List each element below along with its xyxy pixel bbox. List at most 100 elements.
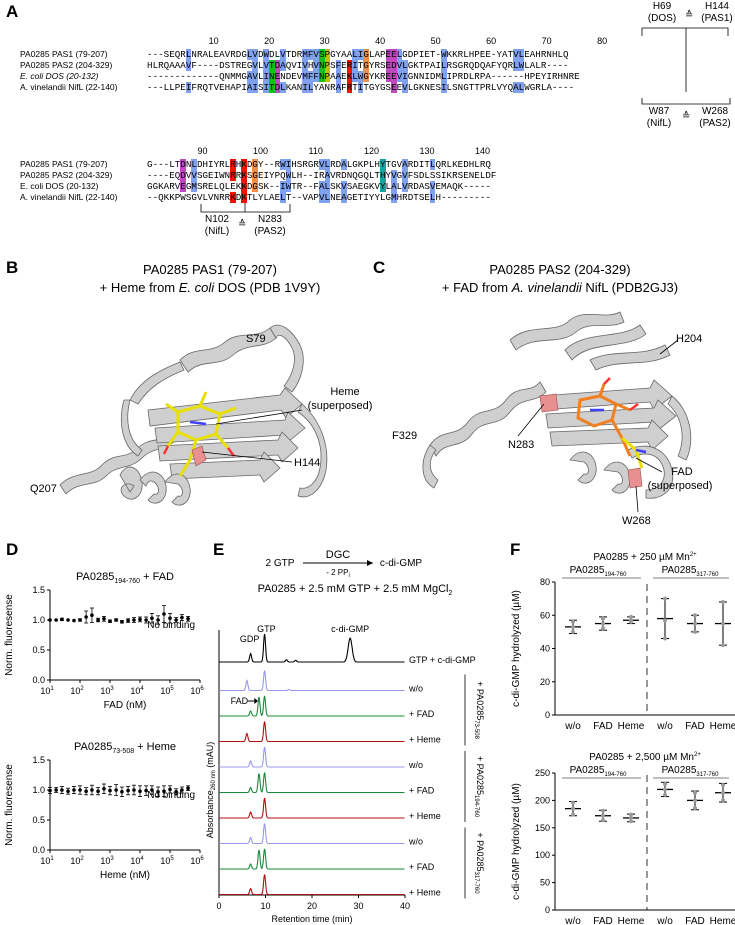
chromatogram-trace — [219, 874, 405, 896]
replicate-point — [601, 808, 605, 813]
replicate-point — [721, 798, 725, 803]
data-point — [102, 787, 106, 791]
data-point — [78, 788, 82, 792]
y-tick-label: 1.0 — [32, 785, 45, 795]
ruler-tick-label: 30 — [319, 36, 330, 46]
data-point — [132, 618, 136, 622]
replicate-point — [601, 818, 605, 823]
replicate-point — [721, 599, 725, 604]
group-label: PA0285194-760 — [570, 765, 628, 778]
data-point — [120, 790, 124, 794]
seq-name: A. vinelandii NifL (22-140) — [20, 192, 118, 202]
title-text: DOS (PDB 1V9Y) — [214, 280, 321, 295]
y-axis-label: c-di-GMP hydrolyzed (µM) — [511, 783, 522, 900]
annotation-h144-pas1: H144 (PAS1) — [701, 1, 733, 24]
replicate-point — [721, 783, 725, 788]
y-tick-label: 100 — [535, 850, 550, 860]
group-label: PA0285317-760 — [662, 765, 720, 778]
data-point — [96, 789, 100, 793]
data-point — [54, 788, 58, 792]
peak-label-gdp: GDP — [240, 634, 260, 644]
x-tick-label: 102 — [70, 856, 84, 866]
data-point — [150, 788, 154, 792]
data-point — [126, 618, 130, 623]
replicate-point — [693, 806, 697, 811]
seq-name: A. vinelandii NifL (22-140) — [20, 82, 118, 92]
replicate-point — [663, 792, 667, 797]
ruler-tick-label: 60 — [486, 36, 497, 46]
peak-label-fad: FAD — [231, 696, 249, 706]
x-tick-label: 0 — [216, 901, 221, 911]
ruler-tick-label: 100 — [253, 146, 269, 156]
x-tick-label: 101 — [40, 856, 54, 866]
replicate-point — [693, 790, 697, 795]
data-point — [138, 617, 142, 622]
data-point — [180, 788, 184, 792]
seq-name: PA0285 PAS2 (204-329) — [20, 170, 113, 180]
replicate-point — [571, 806, 575, 811]
ruler-tick-label: 70 — [541, 36, 552, 46]
data-point — [48, 788, 52, 793]
y-tick-label: 0.0 — [32, 675, 45, 685]
group-label: + PA0285194-760 — [473, 756, 485, 818]
trace-label: w/o — [408, 760, 423, 770]
chromatogram-trace — [219, 746, 405, 768]
y-tick-label: 250 — [535, 768, 550, 778]
replicate-point — [629, 819, 633, 824]
chromatogram-trace — [219, 695, 405, 717]
fad-arrowhead — [254, 698, 259, 704]
seq-name: PA0285 PAS1 (79-207) — [20, 49, 108, 59]
trace-label: w/o — [408, 684, 423, 694]
ruler-tick-label: 120 — [364, 146, 380, 156]
x-tick-label: 106 — [190, 686, 204, 696]
ruler-tick-label: 90 — [197, 146, 208, 156]
y-tick-label: 0.5 — [32, 815, 45, 825]
panel-c-title-1: PA0285 PAS2 (204-329) — [489, 262, 631, 277]
panel-b-title-1: PA0285 PAS1 (79-207) — [143, 262, 277, 277]
trace-label: + Heme — [409, 811, 441, 821]
replicate-point — [693, 613, 697, 618]
data-point — [156, 618, 160, 622]
replicate-point — [663, 787, 667, 792]
y-axis-label: Norm. fluoresense — [4, 764, 15, 846]
data-point — [120, 620, 124, 624]
x-axis-label: Retention time (min) — [271, 914, 352, 924]
data-point — [54, 618, 58, 622]
group-label: PA0285317-760 — [662, 565, 720, 578]
data-point — [90, 788, 94, 792]
panel-label-f: F — [510, 540, 521, 559]
alignment-bracket-lines — [200, 27, 731, 213]
y-tick-label: 0.0 — [32, 845, 45, 855]
panel-label-c: C — [373, 258, 386, 277]
x-axis-label: Heme (nM) — [100, 870, 150, 881]
x-tick-label: 40 — [400, 901, 410, 911]
alignment-row: ---LLPEIFRQTVEHAPIAISITDLKANILYANRAFRTIT… — [147, 82, 575, 93]
reaction-arrowhead — [367, 560, 373, 566]
alignment-row: G---LTDNLDHIYRLRHKDGY--RWIHSRGRVLRDALGKP… — [147, 159, 491, 170]
alignment-row: -------------QNMMGAVLINENDEVMFFNPAAEKLWG… — [147, 71, 580, 82]
replicate-point — [571, 629, 575, 634]
reaction-substrate: 2 GTP — [266, 558, 295, 569]
y-tick-label: 60 — [540, 610, 550, 620]
data-point — [180, 615, 184, 620]
data-point — [78, 618, 82, 622]
panel-c-title-2: + FAD from A. vinelandii NifL (PDB2GJ3) — [385, 280, 735, 295]
x-tick-label: w/o — [564, 721, 581, 732]
replicate-point — [629, 812, 633, 817]
plot-title: PA0285 + 250 µM Mn2+ — [593, 552, 697, 563]
panel-label-a: A — [6, 2, 19, 21]
y-tick-label: 150 — [535, 823, 550, 833]
x-tick-label: 106 — [190, 856, 204, 866]
ruler-tick-label: 40 — [375, 36, 386, 46]
replicate-point — [693, 629, 697, 634]
replicate-point — [571, 812, 575, 817]
label-h204: H204 — [676, 333, 703, 345]
ruler-tick-label: 50 — [430, 36, 441, 46]
annotation-h69-dos: H69 (DOS) — [647, 1, 677, 24]
x-tick-label: 103 — [100, 856, 114, 866]
trace-label: w/o — [408, 837, 423, 847]
x-tick-label: 20 — [307, 901, 317, 911]
data-point — [108, 619, 112, 623]
